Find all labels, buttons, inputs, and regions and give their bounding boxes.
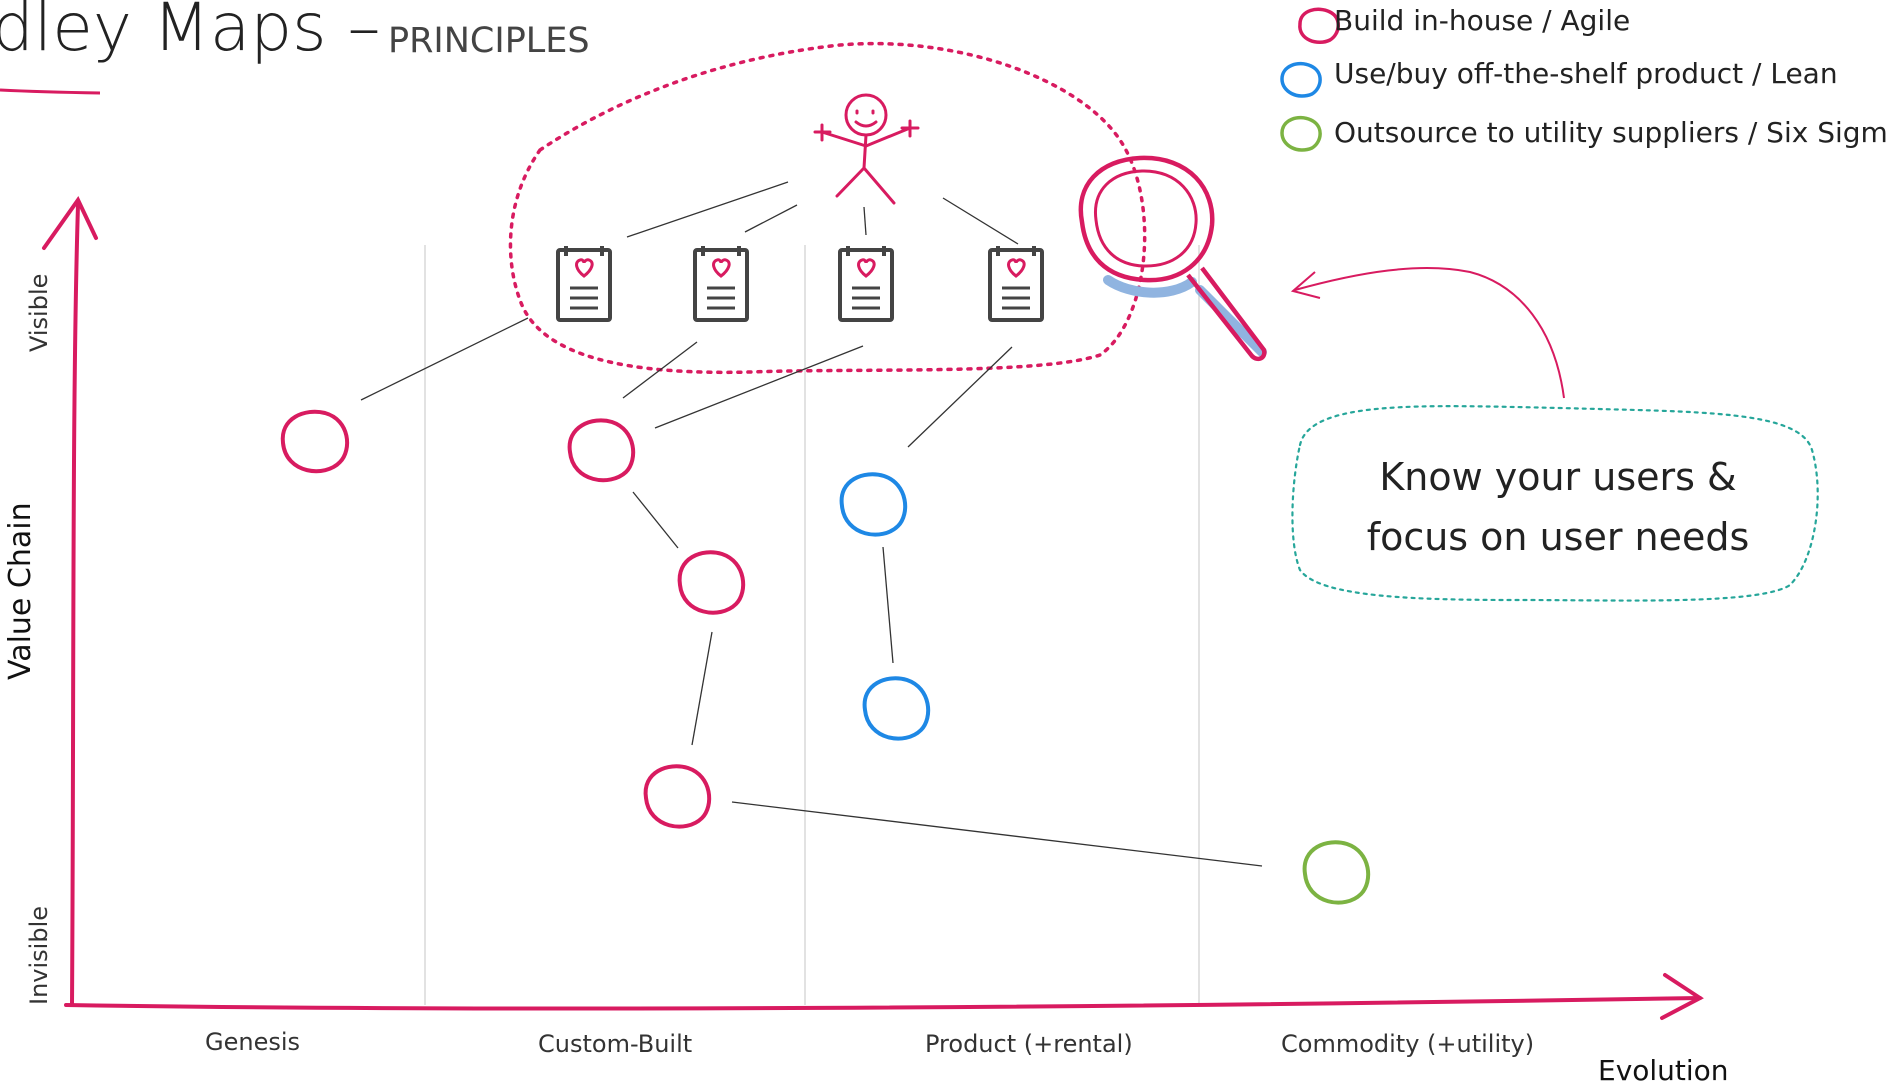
legend: Build in-house / Agile Use/buy off-the-s… [1280, 4, 1889, 152]
legend-swatch-green [1280, 115, 1322, 152]
y-axis-title: Value Chain [3, 502, 38, 680]
axes [42, 196, 1704, 1020]
callout-arrowhead [1290, 271, 1321, 299]
legend-swatch-blue [1280, 61, 1322, 98]
user-need-card-icon [556, 246, 612, 322]
page-subtitle: PRINCIPLES [388, 21, 590, 61]
x-axis-arrowhead [1660, 973, 1704, 1020]
stage-label-genesis: Genesis [205, 1028, 300, 1056]
title-block: dley Maps – PRINCIPLES [0, 0, 590, 95]
component-nodes [280, 409, 1371, 905]
y-axis-bottom-label: Invisible [25, 906, 53, 1005]
user-need-card-icon [693, 246, 749, 322]
link [907, 346, 1013, 448]
legend-swatch-pink [1298, 7, 1340, 45]
link [691, 631, 713, 746]
link [622, 341, 698, 399]
stage-label-custom-built: Custom-Built [538, 1030, 692, 1058]
user-boundary-cloud [508, 41, 1147, 375]
callout-arrow [1294, 267, 1565, 399]
link [731, 801, 1263, 867]
component-node-build [643, 764, 712, 829]
component-node-build [567, 418, 636, 483]
link [882, 546, 894, 664]
stage-label-product: Product (+rental) [925, 1030, 1133, 1058]
component-node-build [280, 409, 349, 474]
component-node-buy [839, 472, 908, 537]
y-axis [70, 203, 80, 1007]
legend-label-build: Build in-house / Agile [1334, 4, 1630, 37]
y-axis-arrowhead [42, 196, 98, 250]
link [863, 206, 867, 236]
legend-label-outsource: Outsource to utility suppliers / Six Sig… [1334, 116, 1889, 149]
user-stick-figure-icon [813, 93, 920, 205]
connector-lines [360, 181, 1263, 867]
callout-bubble [1291, 405, 1819, 602]
link [360, 317, 529, 401]
user-need-cards [556, 246, 1044, 322]
x-axis [64, 996, 1702, 1011]
callout-text-line2: focus on user needs [1367, 515, 1750, 559]
legend-label-buy: Use/buy off-the-shelf product / Lean [1334, 57, 1838, 90]
component-node-outsource [1302, 840, 1371, 905]
magnifying-glass-icon [1078, 155, 1267, 362]
y-axis-top-label: Visible [25, 274, 53, 352]
stage-label-commodity: Commodity (+utility) [1281, 1030, 1534, 1058]
callout-text-line1: Know your users & [1379, 455, 1736, 499]
user-need-card-icon [838, 246, 894, 322]
title-underline [0, 88, 101, 95]
user-need-card-icon [988, 246, 1044, 322]
link [744, 204, 798, 233]
page-title: dley Maps – [0, 0, 381, 66]
link [654, 345, 864, 429]
stage-dividers [424, 245, 1200, 1005]
component-node-build [677, 550, 746, 615]
link [942, 197, 1019, 245]
link [626, 181, 789, 238]
x-axis-title: Evolution [1598, 1054, 1729, 1081]
link [632, 491, 679, 549]
component-node-buy [862, 676, 931, 741]
